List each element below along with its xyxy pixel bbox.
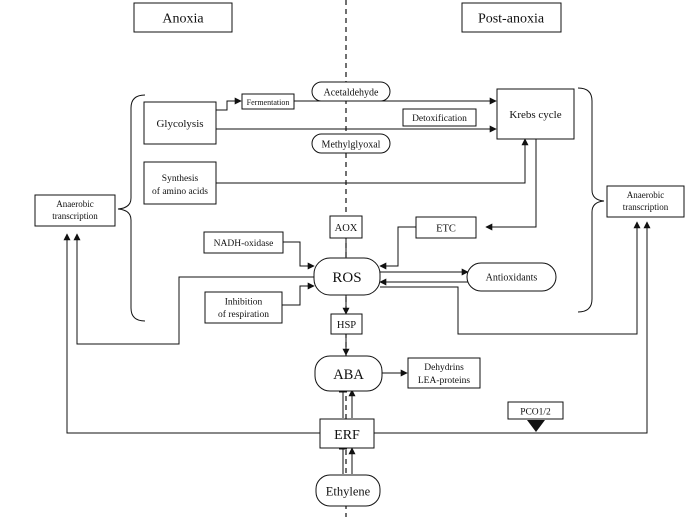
pco-inhibition-triangle-icon (527, 420, 545, 432)
methylglyoxal-label: Methylglyoxal (322, 140, 381, 151)
amino-acid-synthesis-node: Synthesis of amino acids (143, 161, 217, 205)
detoxification-node: Detoxification (402, 108, 477, 127)
pco-node: PCO1/2 (507, 401, 564, 432)
inhibition-label-line1: Inhibition (225, 298, 263, 308)
aba-node: ABA (314, 355, 383, 392)
nadh-oxidase-node: NADH-oxidase (203, 231, 284, 254)
right-brace (577, 87, 605, 313)
anoxia-label: Anoxia (162, 12, 204, 27)
anaerobic-left-label-line2: transcription (52, 211, 98, 221)
anaerobic-transcription-right-node: Anaerobic transcription (606, 185, 685, 218)
etc-node: ETC (415, 216, 477, 239)
etc-label: ETC (436, 224, 456, 235)
ethylene-node: Ethylene (315, 474, 381, 507)
acetaldehyde-label: Acetaldehyde (324, 88, 380, 99)
anaerobic-left-label-line1: Anaerobic (56, 199, 93, 209)
antioxidants-label: Antioxidants (486, 273, 538, 284)
inhibition-label-line2: of respiration (218, 309, 269, 320)
hsp-label: HSP (337, 320, 356, 331)
krebs-cycle-label: Krebs cycle (509, 109, 561, 121)
aox-node: AOX (329, 215, 363, 239)
nadh-oxidase-label: NADH-oxidase (214, 239, 274, 249)
synthesis-label-line2: of amino acids (152, 186, 208, 197)
dehydrins-lea-node: Dehydrins LEA-proteins (407, 357, 481, 389)
aba-label: ABA (333, 367, 364, 383)
hsp-node: HSP (330, 313, 363, 335)
methylglyoxal-node: Methylglyoxal (311, 133, 391, 154)
post-anoxia-header: Post-anoxia (461, 2, 562, 33)
anaerobic-right-label-line2: transcription (623, 202, 669, 212)
dehydrins-label-line2: LEA-proteins (418, 376, 471, 386)
fermentation-label: Fermentation (247, 98, 290, 107)
ethylene-label: Ethylene (326, 485, 371, 499)
erf-node: ERF (319, 418, 375, 449)
krebs-cycle-node: Krebs cycle (496, 88, 575, 140)
inhibition-of-respiration-node: Inhibition of respiration (204, 291, 283, 324)
antioxidants-node: Antioxidants (466, 262, 557, 292)
erf-label: ERF (334, 428, 360, 443)
pco-label: PCO1/2 (520, 408, 551, 418)
dehydrins-label-line1: Dehydrins (424, 363, 464, 373)
acetaldehyde-node: Acetaldehyde (311, 81, 391, 102)
anoxia-header: Anoxia (133, 2, 233, 33)
anaerobic-transcription-left-node: Anaerobic transcription (34, 194, 116, 227)
glycolysis-node: Glycolysis (143, 101, 217, 145)
glycolysis-label: Glycolysis (156, 118, 203, 130)
synthesis-label-line1: Synthesis (162, 174, 199, 184)
post-anoxia-label: Post-anoxia (478, 12, 545, 27)
anaerobic-right-label-line1: Anaerobic (627, 190, 664, 200)
ros-node: ROS (313, 257, 381, 296)
detoxification-label: Detoxification (412, 113, 467, 124)
fermentation-node: Fermentation (241, 93, 295, 110)
aox-label: AOX (335, 223, 358, 234)
ros-label: ROS (332, 270, 361, 286)
left-brace (117, 94, 146, 322)
